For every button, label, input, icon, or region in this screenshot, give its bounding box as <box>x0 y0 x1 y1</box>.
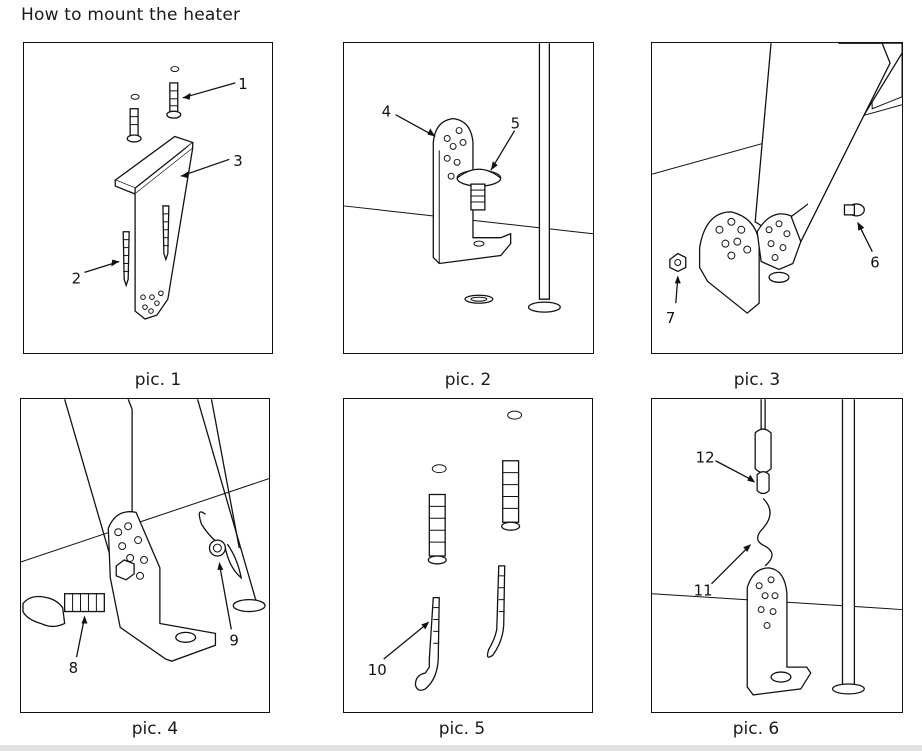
diagram-pic-5: 10 <box>368 410 523 691</box>
caption-pic-2: pic. 2 <box>444 370 492 390</box>
panel-pic-2: 4 5 <box>343 42 594 354</box>
callout-6: 6 <box>870 253 879 271</box>
caption-pic-3: pic. 3 <box>733 370 781 390</box>
callout-9: 9 <box>229 631 238 649</box>
panel-pic-1: 1 3 2 <box>23 42 273 354</box>
callout-11: 11 <box>694 582 713 600</box>
panel-pic-4: 8 9 <box>20 398 270 713</box>
callout-3: 3 <box>233 152 242 170</box>
caption-pic-1: pic. 1 <box>134 370 182 390</box>
diagram-pic-3: 7 6 <box>652 43 902 327</box>
diagram-pic-4: 8 9 <box>21 399 269 677</box>
callout-12: 12 <box>696 449 715 467</box>
callout-7: 7 <box>666 309 675 327</box>
panel-pic-3: 7 6 <box>651 42 903 354</box>
diagram-pic-1: 1 3 2 <box>72 66 248 320</box>
callout-8: 8 <box>69 659 78 677</box>
callout-1: 1 <box>238 75 247 93</box>
callout-4: 4 <box>382 103 391 121</box>
caption-pic-6: pic. 6 <box>732 719 780 739</box>
bottom-divider <box>0 745 922 751</box>
diagram-pic-2: 4 5 <box>344 43 593 313</box>
diagram-pic-6: 12 11 <box>652 399 902 696</box>
callout-2: 2 <box>72 269 81 287</box>
page-title: How to mount the heater <box>21 5 241 25</box>
caption-pic-4: pic. 4 <box>131 719 179 739</box>
caption-pic-5: pic. 5 <box>438 719 486 739</box>
callout-5: 5 <box>511 115 520 133</box>
panel-pic-5: 10 <box>343 398 593 713</box>
panel-pic-6: 12 11 <box>651 398 903 713</box>
callout-10: 10 <box>368 661 387 679</box>
